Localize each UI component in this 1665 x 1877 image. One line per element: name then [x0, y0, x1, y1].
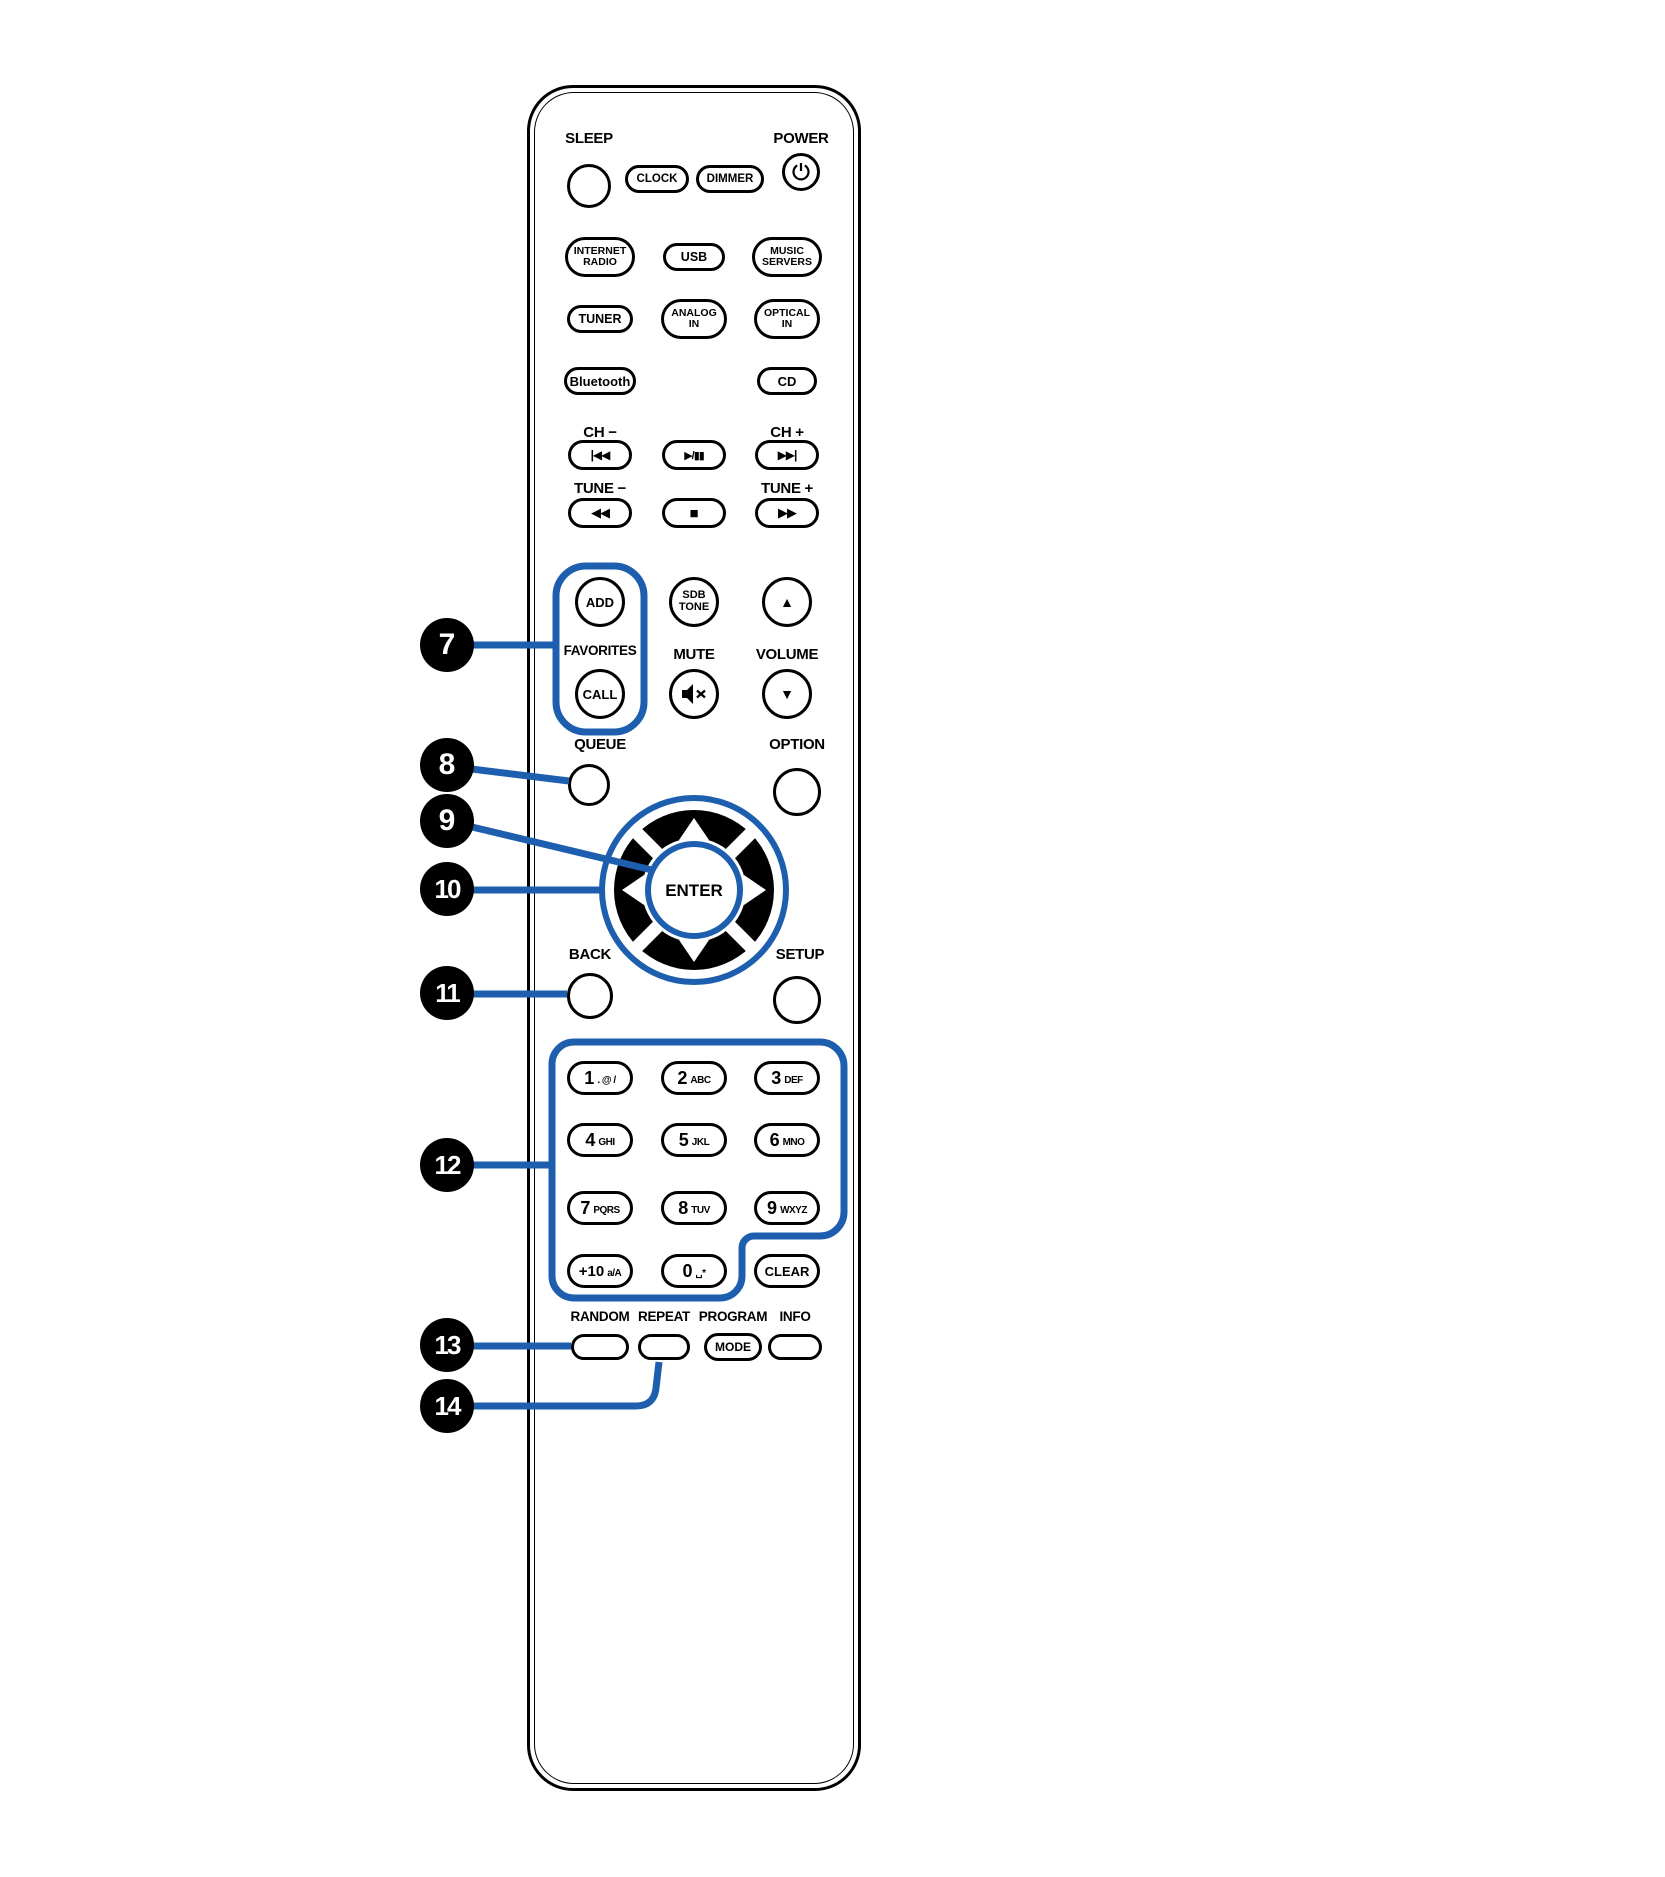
power-button[interactable]	[782, 153, 820, 191]
info-label: INFO	[779, 1309, 811, 1324]
rewind-icon: ◀◀	[591, 505, 610, 520]
favorites-label: FAVORITES	[563, 643, 637, 658]
sdb-tone-button[interactable]: SDB TONE	[669, 577, 719, 627]
bluetooth-button[interactable]: Bluetooth	[564, 367, 636, 395]
callout-7: 7	[420, 618, 474, 672]
volume-up-icon: ▲	[780, 594, 794, 610]
setup-button[interactable]	[773, 976, 821, 1024]
callout-8: 8	[420, 738, 474, 792]
skip-back-button[interactable]: |◀◀	[568, 440, 632, 470]
random-button[interactable]	[571, 1334, 629, 1360]
volume-label: VOLUME	[755, 646, 819, 663]
mute-label: MUTE	[673, 646, 715, 663]
play-pause-button[interactable]: ▶/▮▮	[662, 440, 726, 470]
favorites-call-button[interactable]: CALL	[575, 669, 625, 719]
mute-icon	[682, 684, 706, 704]
program-mode-button[interactable]: MODE	[704, 1333, 762, 1361]
stop-button[interactable]: ■	[662, 498, 726, 528]
nav-right-icon[interactable]	[744, 875, 766, 905]
callout-13: 13	[420, 1318, 474, 1372]
nav-up-icon[interactable]	[679, 818, 709, 840]
clock-button[interactable]: CLOCK	[625, 165, 689, 193]
tune-minus-label: TUNE −	[574, 480, 626, 497]
nav-down-icon[interactable]	[679, 940, 709, 962]
key-1-button[interactable]: 1. @ /	[567, 1061, 633, 1095]
option-button[interactable]	[773, 768, 821, 816]
setup-label: SETUP	[775, 946, 825, 963]
callout-14: 14	[420, 1379, 474, 1433]
play-pause-icon: ▶/▮▮	[684, 449, 705, 462]
optical-in-button[interactable]: OPTICAL IN	[754, 299, 820, 339]
enter-button-label: ENTER	[665, 881, 723, 900]
power-label: POWER	[773, 130, 829, 147]
key-0-button[interactable]: 0␣*	[661, 1254, 727, 1288]
info-button[interactable]	[768, 1334, 822, 1360]
sleep-button[interactable]	[567, 164, 611, 208]
cursor-pad[interactable]: ENTER	[594, 790, 794, 990]
dimmer-button[interactable]: DIMMER	[696, 165, 764, 193]
volume-down-button[interactable]: ▼	[762, 669, 812, 719]
remote-body-inner-line	[534, 92, 854, 1784]
fast-forward-icon: ▶▶	[778, 505, 797, 520]
callout-12: 12	[420, 1138, 474, 1192]
volume-up-button[interactable]: ▲	[762, 577, 812, 627]
skip-back-icon: |◀◀	[590, 448, 611, 462]
back-button[interactable]	[567, 973, 613, 1019]
repeat-label: REPEAT	[638, 1309, 690, 1324]
callout-9: 9	[420, 794, 474, 848]
sleep-label: SLEEP	[565, 130, 613, 147]
ch-minus-label: CH −	[583, 424, 617, 441]
power-icon	[792, 163, 810, 181]
random-label: RANDOM	[570, 1309, 630, 1324]
favorites-add-button[interactable]: ADD	[575, 577, 625, 627]
cd-button[interactable]: CD	[757, 367, 817, 395]
program-label: PROGRAM	[698, 1309, 768, 1324]
cursor-pad-highlight-ring	[599, 795, 789, 985]
clear-button[interactable]: CLEAR	[754, 1254, 820, 1288]
callout-10: 10	[420, 862, 474, 916]
callout-11: 11	[420, 966, 474, 1020]
tuner-button[interactable]: TUNER	[567, 305, 633, 333]
tune-plus-label: TUNE +	[761, 480, 813, 497]
rewind-button[interactable]: ◀◀	[568, 498, 632, 528]
skip-forward-icon: ▶▶|	[777, 448, 798, 462]
repeat-button[interactable]	[638, 1334, 690, 1360]
queue-button[interactable]	[568, 764, 610, 806]
music-servers-button[interactable]: MUSIC SERVERS	[752, 237, 822, 277]
usb-button[interactable]: USB	[663, 243, 725, 271]
skip-forward-button[interactable]: ▶▶|	[755, 440, 819, 470]
analog-in-button[interactable]: ANALOG IN	[661, 299, 727, 339]
option-label: OPTION	[769, 736, 825, 753]
ch-plus-label: CH +	[770, 424, 804, 441]
nav-left-icon[interactable]	[622, 875, 644, 905]
back-label: BACK	[568, 946, 612, 963]
queue-label: QUEUE	[574, 736, 626, 753]
stop-icon: ■	[689, 504, 699, 522]
internet-radio-button[interactable]: INTERNET RADIO	[565, 237, 635, 277]
fast-forward-button[interactable]: ▶▶	[755, 498, 819, 528]
volume-down-icon: ▼	[780, 686, 794, 702]
mute-button[interactable]	[669, 669, 719, 719]
enter-button[interactable]	[645, 841, 743, 939]
